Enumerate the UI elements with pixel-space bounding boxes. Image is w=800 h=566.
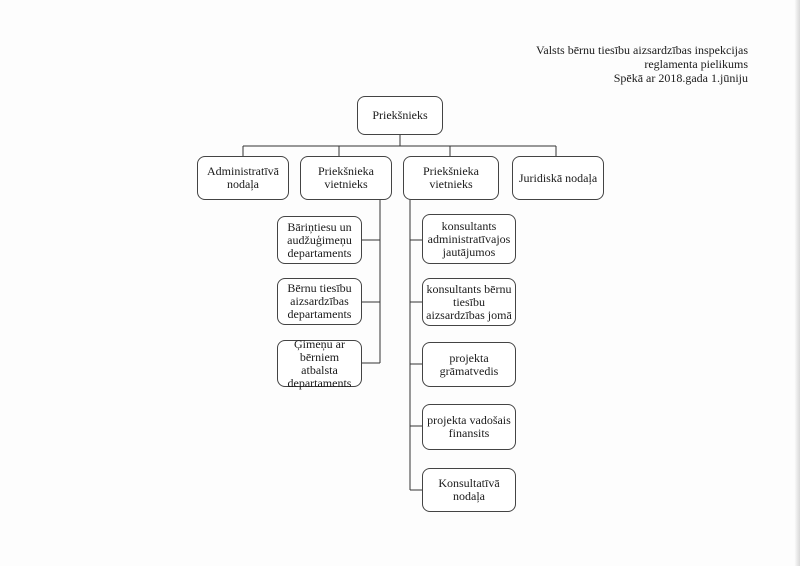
- org-box-label: konsultants administratīvajos jautājumos: [427, 218, 511, 259]
- org-box-admin-consultant: konsultants administratīvajos jautājumos: [422, 214, 516, 264]
- page-edge-shadow: [794, 0, 800, 566]
- org-box-advisory-department: Konsultatīvā nodaļa: [422, 468, 516, 512]
- org-box-label: Administratīvā nodaļa: [207, 164, 279, 191]
- document-header: Valsts bērnu tiesību aizsardzības inspek…: [536, 43, 748, 85]
- org-box-child-rights-department: Bērnu tiesību aizsardzības departaments: [277, 278, 362, 325]
- org-box-root: Priekšnieks: [357, 96, 443, 135]
- org-box-child-rights-consultant: konsultants bērnu tiesību aizsardzības j…: [422, 278, 516, 326]
- org-box-administrative-department: Administratīvā nodaļa: [197, 156, 289, 200]
- org-box-label: Priekšnieka vietnieks: [423, 164, 479, 191]
- org-box-label: projekta vadošais finansits: [427, 413, 511, 440]
- org-box-label: projekta grāmatvedis: [439, 350, 499, 378]
- header-line-1: Valsts bērnu tiesību aizsardzības inspek…: [536, 43, 748, 57]
- org-box-label: Priekšnieka vietnieks: [318, 164, 374, 191]
- org-box-orphan-court-department: Bāriņtiesu un audžuģimeņu departaments: [277, 216, 362, 264]
- org-box-project-financier: projekta vadošais finansits: [422, 404, 516, 450]
- org-box-label: konsultants bērnu tiesību aizsardzības j…: [426, 281, 512, 322]
- org-box-label: Bērnu tiesību aizsardzības departaments: [287, 281, 352, 321]
- org-box-label: Priekšnieks: [372, 108, 428, 122]
- org-box-label: Ģimeņu ar bērniem atbalsta departaments: [287, 336, 352, 390]
- org-box-deputy-2: Priekšnieka vietnieks: [403, 156, 499, 200]
- org-box-legal-department: Juridiskā nodaļa: [512, 156, 604, 200]
- org-box-deputy-1: Priekšnieka vietnieks: [300, 156, 392, 200]
- org-box-label: Konsultatīvā nodaļa: [438, 476, 500, 503]
- header-line-3: Spēkā ar 2018.gada 1.jūniju: [613, 71, 748, 85]
- org-box-label: Juridiskā nodaļa: [518, 170, 598, 185]
- org-box-family-support-department: Ģimeņu ar bērniem atbalsta departaments: [277, 336, 362, 390]
- header-line-2: reglamenta pielikums: [644, 57, 748, 71]
- org-box-project-accountant: projekta grāmatvedis: [422, 342, 516, 387]
- org-box-label: Bāriņtiesu un audžuģimeņu departaments: [287, 219, 352, 260]
